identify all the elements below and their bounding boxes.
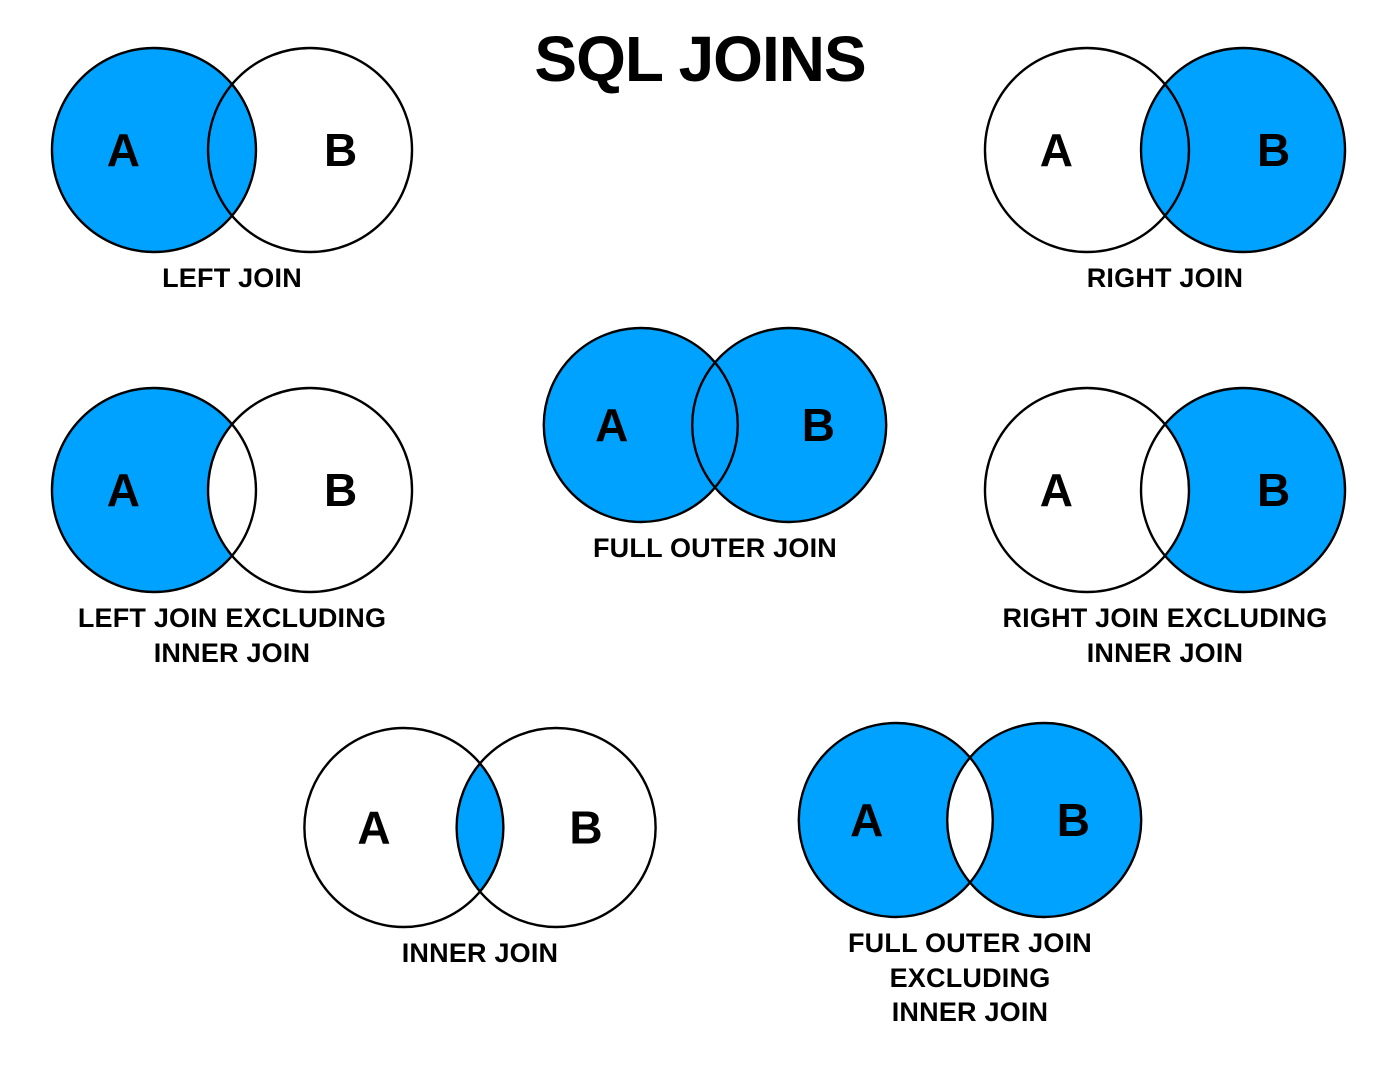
circle-a-outline bbox=[542, 326, 739, 524]
set-label-b: B bbox=[324, 464, 357, 516]
set-label-b: B bbox=[1257, 464, 1290, 516]
circle-b-outline bbox=[1139, 46, 1347, 254]
set-label-b: B bbox=[1257, 124, 1290, 176]
circle-b-fill bbox=[692, 328, 887, 522]
circle-b-fill bbox=[947, 723, 1142, 917]
venn-caption-right-join-excluding-inner-join: RIGHT JOIN EXCLUDING INNER JOIN bbox=[1002, 603, 1328, 668]
circle-b-outline bbox=[455, 726, 657, 929]
circle-a-fill bbox=[543, 328, 738, 522]
circle-a-outline bbox=[797, 721, 994, 919]
set-label-a: A bbox=[1040, 464, 1073, 516]
page-title: SQL JOINS bbox=[534, 23, 866, 95]
venn-caption-inner-join: INNER JOIN bbox=[401, 938, 559, 968]
circle-b-fill bbox=[1141, 388, 1346, 592]
set-label-a: A bbox=[1040, 124, 1073, 176]
circle-b-outline bbox=[691, 326, 888, 524]
venn-caption-full-outer-join: FULL OUTER JOIN bbox=[592, 533, 837, 563]
circle-a-outline bbox=[983, 46, 1191, 254]
set-label-b: B bbox=[1057, 794, 1090, 846]
set-label-b: B bbox=[569, 802, 602, 854]
set-label-a: A bbox=[850, 794, 883, 846]
circle-a-outline bbox=[303, 726, 505, 929]
circle-a-fill bbox=[798, 723, 993, 917]
venn-caption-full-outer-join-excluding-inner-join: FULL OUTER JOIN EXCLUDING INNER JOIN bbox=[847, 928, 1092, 1028]
circle-b-outline bbox=[206, 386, 414, 594]
circle-a-fill bbox=[51, 48, 256, 252]
venn-caption-left-join: LEFT JOIN bbox=[162, 263, 302, 293]
circle-b-outline bbox=[1139, 386, 1347, 594]
set-label-b: B bbox=[324, 124, 357, 176]
circle-a-outline bbox=[50, 386, 258, 594]
circle-b-fill bbox=[1141, 48, 1346, 252]
circle-b-outline bbox=[206, 46, 414, 254]
circle-a-outline bbox=[50, 46, 258, 254]
set-label-a: A bbox=[357, 802, 390, 854]
circle-a-outline bbox=[983, 386, 1191, 594]
set-label-a: A bbox=[595, 399, 628, 451]
venn-caption-right-join: RIGHT JOIN bbox=[1086, 263, 1244, 293]
set-label-a: A bbox=[107, 464, 140, 516]
venn-caption-left-join-excluding-inner-join: LEFT JOIN EXCLUDING INNER JOIN bbox=[77, 603, 387, 668]
set-label-b: B bbox=[802, 399, 835, 451]
circle-a-fill bbox=[51, 388, 256, 592]
circle-b-outline bbox=[946, 721, 1143, 919]
set-label-a: A bbox=[107, 124, 140, 176]
